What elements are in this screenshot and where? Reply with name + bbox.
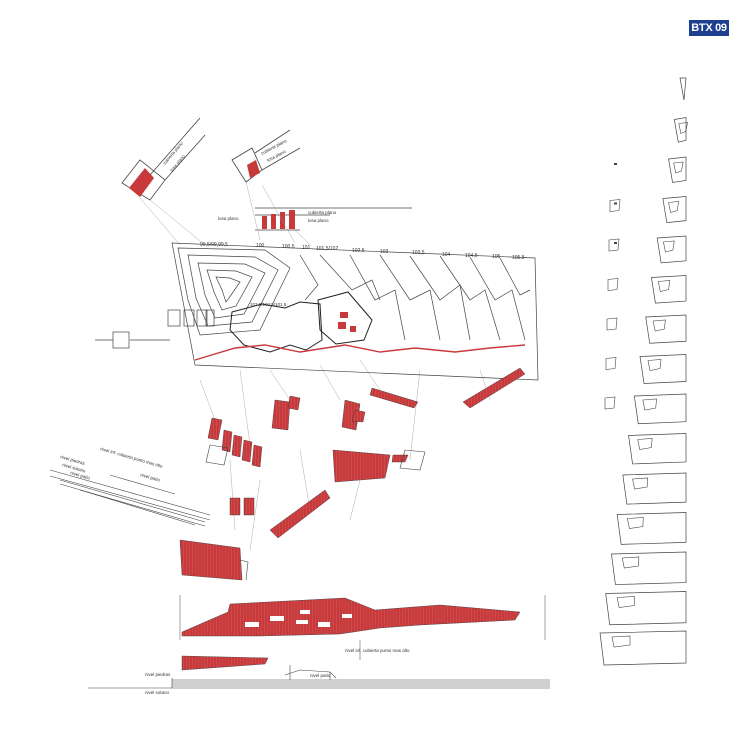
top-plan-left [121, 117, 206, 201]
floor-slice [599, 630, 687, 666]
elev-label: 104 [442, 252, 451, 258]
diag-label-5: nivel patio [140, 472, 161, 483]
diag-label-4: nivel patio [70, 470, 91, 481]
elev-label: 103,5 [412, 250, 425, 256]
diag-label-3: nivel sotano [62, 462, 87, 474]
mid-strip-label-left: losa plano [218, 216, 239, 221]
diagonal-section [49, 469, 211, 527]
floor-sequence [599, 77, 688, 666]
floor-slice [608, 235, 687, 264]
top-plan-mid-labels: cubierta plano losa plano [260, 138, 288, 163]
diag-label-1: nivel inf. cubierta punto mas alto [100, 446, 164, 469]
projection-lines [139, 181, 491, 551]
long-section: nivel inf. cubierta punto mas alto [179, 595, 546, 660]
floor-slice [605, 591, 687, 626]
bottom-label-3: nivel patio [310, 673, 331, 678]
floor-slice [609, 196, 687, 224]
elev-label: 103 [380, 249, 389, 255]
elev-label: 102,5 [352, 248, 365, 254]
red-path-line [194, 344, 526, 361]
elev-label: 101 [302, 245, 311, 251]
red-block [289, 210, 295, 229]
floor-slice [628, 433, 687, 465]
red-block [340, 312, 348, 318]
main-site-plan [95, 242, 539, 381]
elev-label: 105,5 [512, 255, 525, 261]
elevation-labels: 99,5/99,99,5 100 100,5 101 101,5/102 102… [200, 242, 525, 307]
top-plan-left-labels: cubierta plano losa plano [162, 140, 186, 172]
exploded-red-blocks [179, 367, 526, 581]
floor-slice [616, 512, 687, 545]
floor-slice [673, 117, 688, 143]
block-outlines [205, 444, 426, 581]
elev-label: 99,5/99,99,5 [200, 242, 228, 248]
red-block [129, 168, 154, 197]
floor-slice [622, 472, 687, 505]
top-plan-mid [231, 129, 301, 183]
point-label: 103,5/102,5/101,5 [250, 302, 287, 307]
red-block [350, 326, 356, 332]
floor-slice [604, 393, 687, 425]
bottom-label-1: nivel piedras [145, 672, 171, 677]
floor-slice [679, 77, 687, 101]
elev-label: 105 [492, 254, 501, 260]
sheet-badge: BTX 09 [689, 20, 729, 36]
elev-label: 100 [256, 243, 265, 249]
elev-label: 104,5 [465, 253, 478, 259]
section-label: nivel inf. cubierta punto mas alto [345, 648, 410, 653]
red-block [271, 214, 276, 229]
elev-label: 101,5/102 [316, 246, 338, 252]
floor-slice [607, 275, 687, 304]
floor-slice [606, 314, 687, 344]
diag-label-2: nivel piedras [60, 454, 86, 466]
floor-slice [611, 551, 687, 585]
mid-elevation-strip [255, 207, 412, 231]
red-block [247, 160, 260, 178]
elev-label: 100,5 [282, 244, 295, 250]
mid-strip-label-2: losa plano [308, 218, 329, 223]
red-block [280, 212, 285, 229]
floor-slice [605, 354, 687, 384]
floor-slice [614, 156, 687, 183]
red-block [262, 216, 267, 229]
bottom-section: nivel piedras nivel sotano nivel patio [88, 655, 550, 695]
bottom-label-2: nivel sotano [145, 690, 170, 695]
mid-strip-label-1: cubierta plano [308, 210, 337, 215]
red-block [338, 322, 346, 329]
